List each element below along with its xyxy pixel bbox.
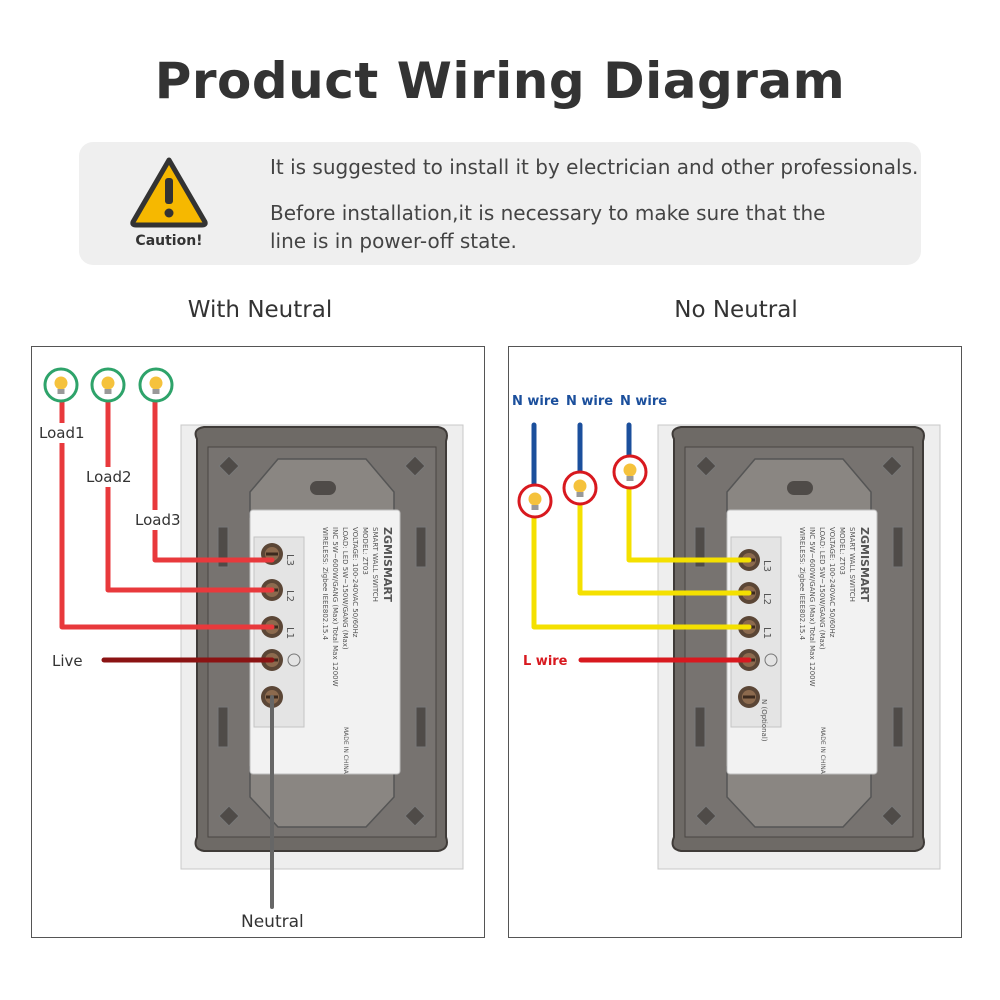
module-load-2: INC 5W~600W/GANG (Max) Total Max 1200W [331, 527, 339, 687]
switched-wire-2 [577, 502, 752, 596]
module-wireless: WIRELESS: Zigbee IEEE802.15.4 [321, 527, 329, 641]
terminal-label-l1: L1 [284, 627, 295, 639]
bulb-icon [517, 454, 648, 519]
no-neutral-svg: L3 L2 L1 N (Optional) ZGMISMART SMART WA… [512, 394, 941, 870]
module-brand: ZGMISMART [381, 527, 394, 602]
caution-line-1: It is suggested to install it by electri… [270, 155, 919, 179]
module-voltage: VOLTAGE: 100-240VAC 50/60Hz [351, 527, 359, 638]
module-origin: MADE IN CHINA [819, 727, 826, 775]
n-wire-label-2: N wire [566, 394, 613, 409]
page-title: Product Wiring Diagram [154, 52, 846, 110]
with-neutral-diagram: L3 L2 L1 ZGMISMART SMART WALL SWITCH MOD… [31, 346, 485, 938]
l-wire-label: L wire [523, 654, 568, 669]
no-neutral-heading: No Neutral [674, 297, 798, 323]
switched-wire-1 [531, 514, 752, 630]
terminal-label-l1: L1 [761, 627, 772, 639]
caution-box: Caution! It is suggested to install it b… [79, 142, 921, 265]
neutral-label: Neutral [241, 912, 304, 932]
module-model: MODEL: ZT03 [361, 527, 369, 575]
terminal-label-l3: L3 [284, 554, 295, 566]
switched-wire-3 [626, 486, 752, 563]
module-model: MODEL: ZT03 [838, 527, 846, 575]
bulb-icon [43, 367, 174, 403]
caution-line-2: Before installation,it is necessary to m… [270, 201, 826, 253]
caution-label: Caution! [135, 233, 203, 249]
n-wire-label-1: N wire [512, 394, 559, 409]
load1-wire [59, 394, 275, 630]
terminal-label-l2: L2 [761, 593, 772, 605]
load2-label: Load2 [86, 468, 132, 486]
module-product: SMART WALL SWITCH [371, 527, 379, 602]
module-voltage: VOLTAGE: 100-240VAC 50/60Hz [828, 527, 836, 638]
load3-wire [152, 394, 275, 563]
module-product: SMART WALL SWITCH [848, 527, 856, 602]
no-neutral-diagram: L3 L2 L1 N (Optional) ZGMISMART SMART WA… [508, 346, 962, 938]
with-neutral-svg: L3 L2 L1 ZGMISMART SMART WALL SWITCH MOD… [38, 367, 464, 932]
load2-wire [105, 394, 275, 593]
terminal-label-l3: L3 [761, 560, 772, 572]
with-neutral-heading: With Neutral [187, 297, 333, 323]
module-wireless: WIRELESS: Zigbee IEEE802.15.4 [798, 527, 806, 641]
terminal-label-l2: L2 [284, 590, 295, 602]
live-label: Live [52, 652, 83, 670]
module-load: LOAD: LED 5W~150W/GANG (Max) [818, 527, 826, 650]
n-wire-label-3: N wire [620, 394, 667, 409]
load1-label: Load1 [39, 424, 85, 442]
module-origin: MADE IN CHINA [342, 727, 349, 775]
module-load-2: INC 5W~600W/GANG (Max) Total Max 1200W [808, 527, 816, 687]
load3-label: Load3 [135, 511, 181, 529]
warning-triangle-icon [130, 157, 208, 228]
module-load: LOAD: LED 5W~150W/GANG (Max) [341, 527, 349, 650]
optional-n-label: N (Optional) [760, 699, 768, 742]
module-brand: ZGMISMART [858, 527, 871, 602]
